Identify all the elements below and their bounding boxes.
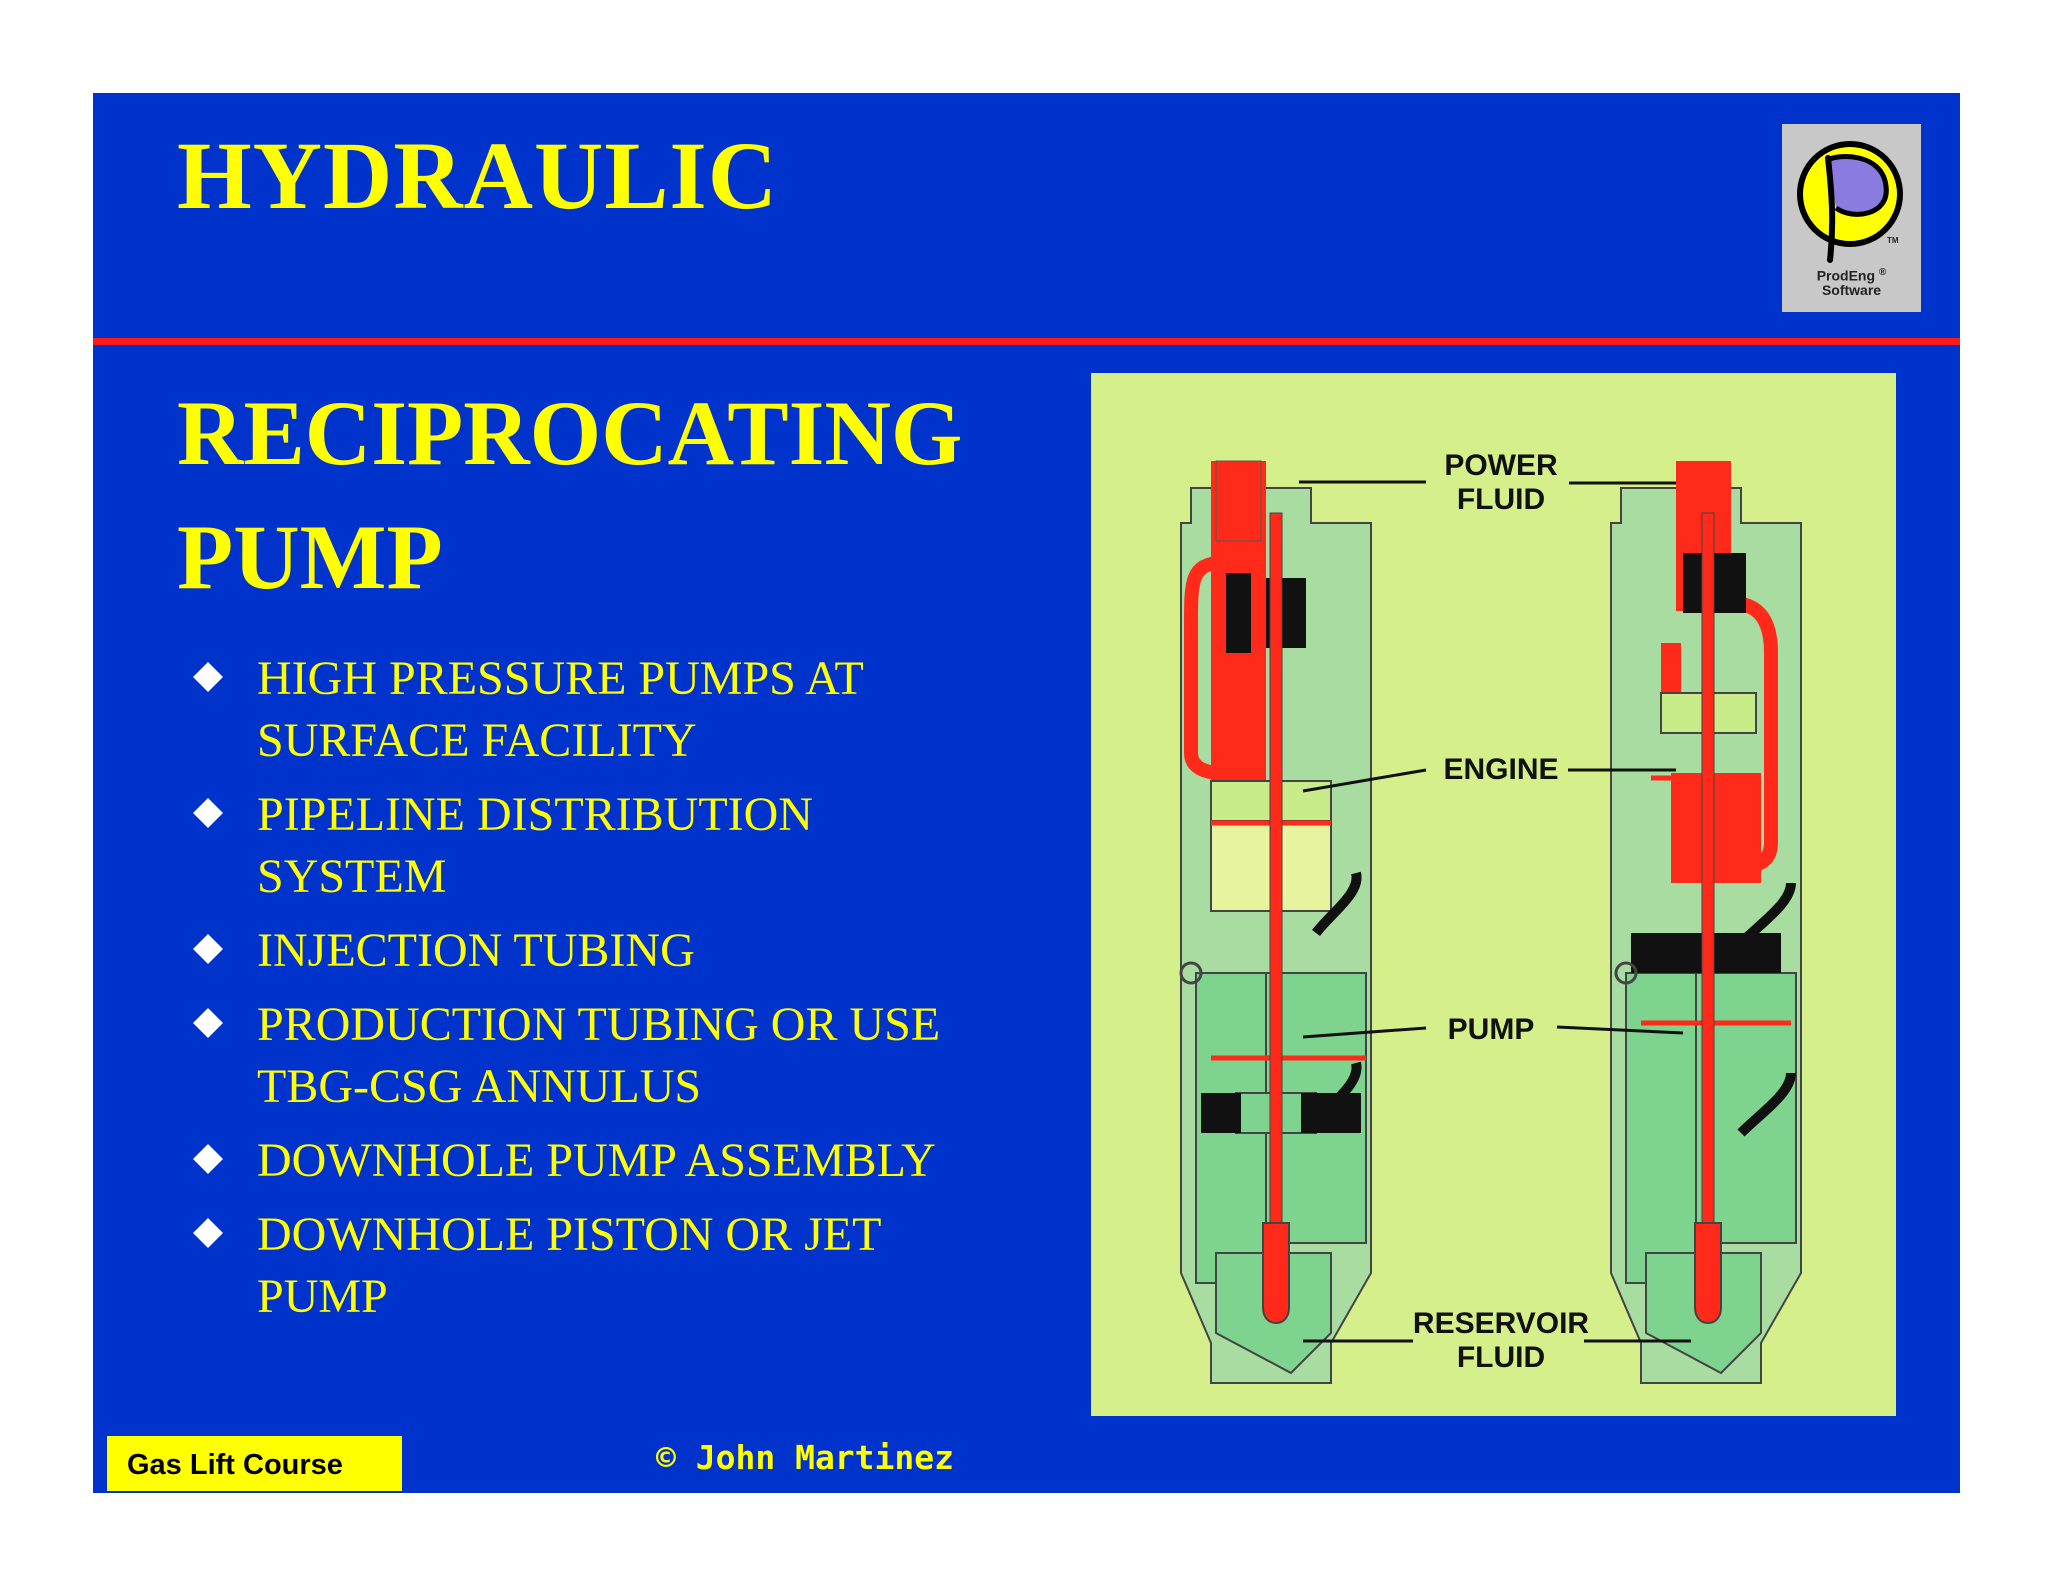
logo-line-1: ProdEng ® [1816,267,1887,284]
label-pump: PUMP [1447,1013,1535,1046]
label-engine: ENGINE [1443,753,1559,786]
logo-line-2: Software [1821,282,1882,298]
diamond-bullet-icon [193,1144,223,1174]
right-pump-assembly [1610,461,1802,1384]
prodeng-logo: TM ProdEng ® Software [1782,124,1921,312]
slide: HYDRAULIC TM ProdEng ® Software RECIPROC… [93,93,1960,1493]
course-name: Gas Lift Course [127,1449,343,1481]
logo-p-icon [1797,141,1903,263]
title-divider [93,338,1960,345]
bullet-item: DOWNHOLE PUMP ASSEMBLY [193,1130,1043,1192]
slide-title: HYDRAULIC [177,122,779,229]
left-pump-assembly [1179,460,1372,1384]
pump-cross-section-illustration [1179,460,1802,1384]
diamond-bullet-icon [193,934,223,964]
subtitle-line-2: PUMP [177,506,443,608]
subtitle-line-1: RECIPROCATING [177,382,963,484]
diamond-bullet-icon [193,662,223,692]
diamond-bullet-icon [193,798,223,828]
leader-lines [1299,480,1691,1343]
bullet-item: INJECTION TUBING [193,920,1043,982]
slide-subtitle: RECIPROCATING PUMP [177,371,962,619]
logo-trademark: TM [1887,236,1899,245]
diamond-bullet-icon [193,1218,223,1248]
diamond-bullet-icon [193,1008,223,1038]
copyright-text: © John Martinez [656,1438,955,1477]
course-badge: Gas Lift Course [107,1436,402,1491]
